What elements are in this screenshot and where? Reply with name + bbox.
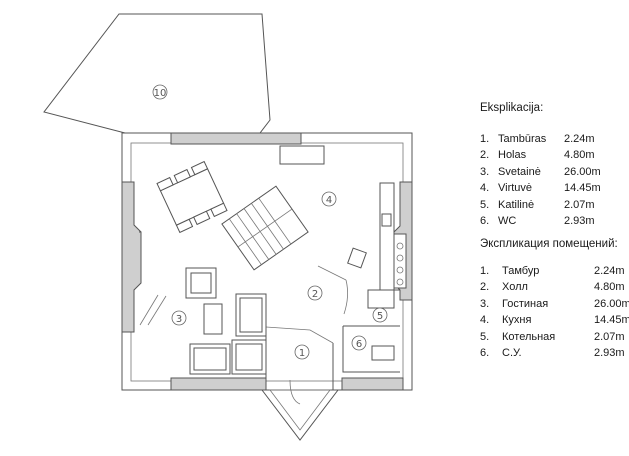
legend-row: 4. Кухня 14.45m — [480, 312, 629, 329]
fireplace — [139, 231, 142, 283]
room-area: 26.00m — [564, 165, 601, 178]
door-swing — [289, 379, 301, 405]
kitchen-counter — [379, 182, 395, 292]
legend-row: 5. Котельная 2.07m — [480, 329, 629, 346]
legend-row: 1. Tambūras 2.24m — [480, 131, 601, 148]
sink — [381, 213, 392, 227]
legend-lithuanian: Eksplikacija: 1. Tambūras 2.24m 2. Holas… — [480, 100, 601, 230]
legend-row: 6. С.У. 2.93m — [480, 345, 629, 362]
row-number: 1. — [480, 264, 490, 277]
row-number: 2. — [480, 281, 490, 293]
dining-set — [156, 160, 228, 234]
wc-fixture — [371, 345, 395, 361]
room-name: Holas — [498, 149, 527, 161]
room-area: 2.24m — [564, 132, 595, 145]
coffee-table — [203, 303, 223, 335]
room-name: Tambūras — [498, 132, 547, 145]
wall-west — [121, 181, 142, 333]
legend-row: 1. Тамбур 2.24m — [480, 263, 629, 280]
row-number: 3. — [480, 165, 490, 178]
room-name: Virtuvė — [498, 182, 533, 194]
staircase — [221, 185, 309, 271]
room-area: 14.45m — [564, 182, 601, 194]
room-area: 4.80m — [564, 149, 595, 161]
partition-wall — [342, 326, 400, 373]
floor-plan: 10 — [43, 13, 413, 441]
room-number-marker — [307, 285, 323, 301]
row-number: 2. — [480, 149, 490, 161]
chair — [347, 247, 367, 269]
wall-south-right — [341, 377, 404, 391]
room-name: Гостиная — [502, 297, 549, 310]
row-number: 4. — [480, 314, 490, 326]
room-number-1: 1 — [299, 348, 305, 359]
room-number-10: 10 — [154, 88, 167, 99]
room-name: WC — [498, 215, 517, 227]
room-name: Svetainė — [498, 165, 541, 178]
door-swing — [317, 265, 348, 315]
room-name: Холл — [502, 281, 528, 293]
cabinet — [279, 145, 325, 165]
room-name: Katilinė — [498, 198, 535, 211]
room-number-marker — [171, 310, 187, 326]
room-area: 4.80m — [594, 281, 625, 293]
legend-title: Экспликация помещений: — [480, 238, 618, 250]
room-number-3: 3 — [176, 314, 182, 325]
wall-north — [170, 132, 302, 145]
wall-south-left — [170, 377, 267, 391]
legend-row: 2. Holas 4.80m — [480, 147, 601, 164]
room-area: 2.24m — [594, 264, 625, 277]
outer-wall — [121, 132, 413, 391]
room-area: 2.07m — [594, 330, 625, 343]
room-number-5: 5 — [377, 311, 383, 322]
room-name: Кухня — [502, 314, 532, 326]
row-number: 5. — [480, 330, 490, 343]
room-number-marker — [372, 307, 388, 323]
legend-russian: Экспликация помещений: 1. Тамбур 2.24m 2… — [480, 236, 629, 362]
room-number-6: 6 — [356, 339, 362, 350]
row-number: 3. — [480, 297, 490, 310]
room-number-marker — [321, 191, 337, 207]
terrace-outline — [43, 13, 271, 134]
row-number: 5. — [480, 198, 490, 211]
legend-row: 3. Гостиная 26.00m — [480, 296, 629, 313]
room-area: 2.93m — [564, 215, 595, 227]
room-number-2: 2 — [312, 289, 318, 300]
appliance — [367, 289, 395, 309]
row-number: 6. — [480, 347, 490, 359]
legend-row: 2. Холл 4.80m — [480, 279, 629, 296]
legend-row: 3. Svetainė 26.00m — [480, 164, 601, 181]
side-table — [139, 294, 159, 326]
door-swing — [265, 326, 334, 344]
room-number-marker — [351, 335, 367, 351]
room-area: 2.93m — [594, 347, 625, 359]
room-area: 14.45m — [594, 314, 629, 326]
room-name: С.У. — [502, 347, 522, 359]
row-number: 6. — [480, 215, 490, 227]
legend-title: Eksplikacija: — [480, 102, 544, 114]
room-name: Котельная — [502, 330, 556, 343]
room-number-marker — [152, 84, 168, 100]
legend-row: 4. Virtuvė 14.45m — [480, 180, 601, 197]
room-number-marker — [294, 344, 310, 360]
legend-row: 6. WC 2.93m — [480, 213, 601, 230]
room-area: 2.07m — [564, 198, 595, 211]
entrance-bay — [260, 389, 340, 441]
row-number: 4. — [480, 182, 490, 194]
legend-row: 5. Katilinė 2.07m — [480, 197, 601, 214]
room-name: Тамбур — [502, 264, 540, 277]
room-number-4: 4 — [326, 195, 332, 206]
room-area: 26.00m — [594, 297, 629, 310]
row-number: 1. — [480, 132, 490, 145]
